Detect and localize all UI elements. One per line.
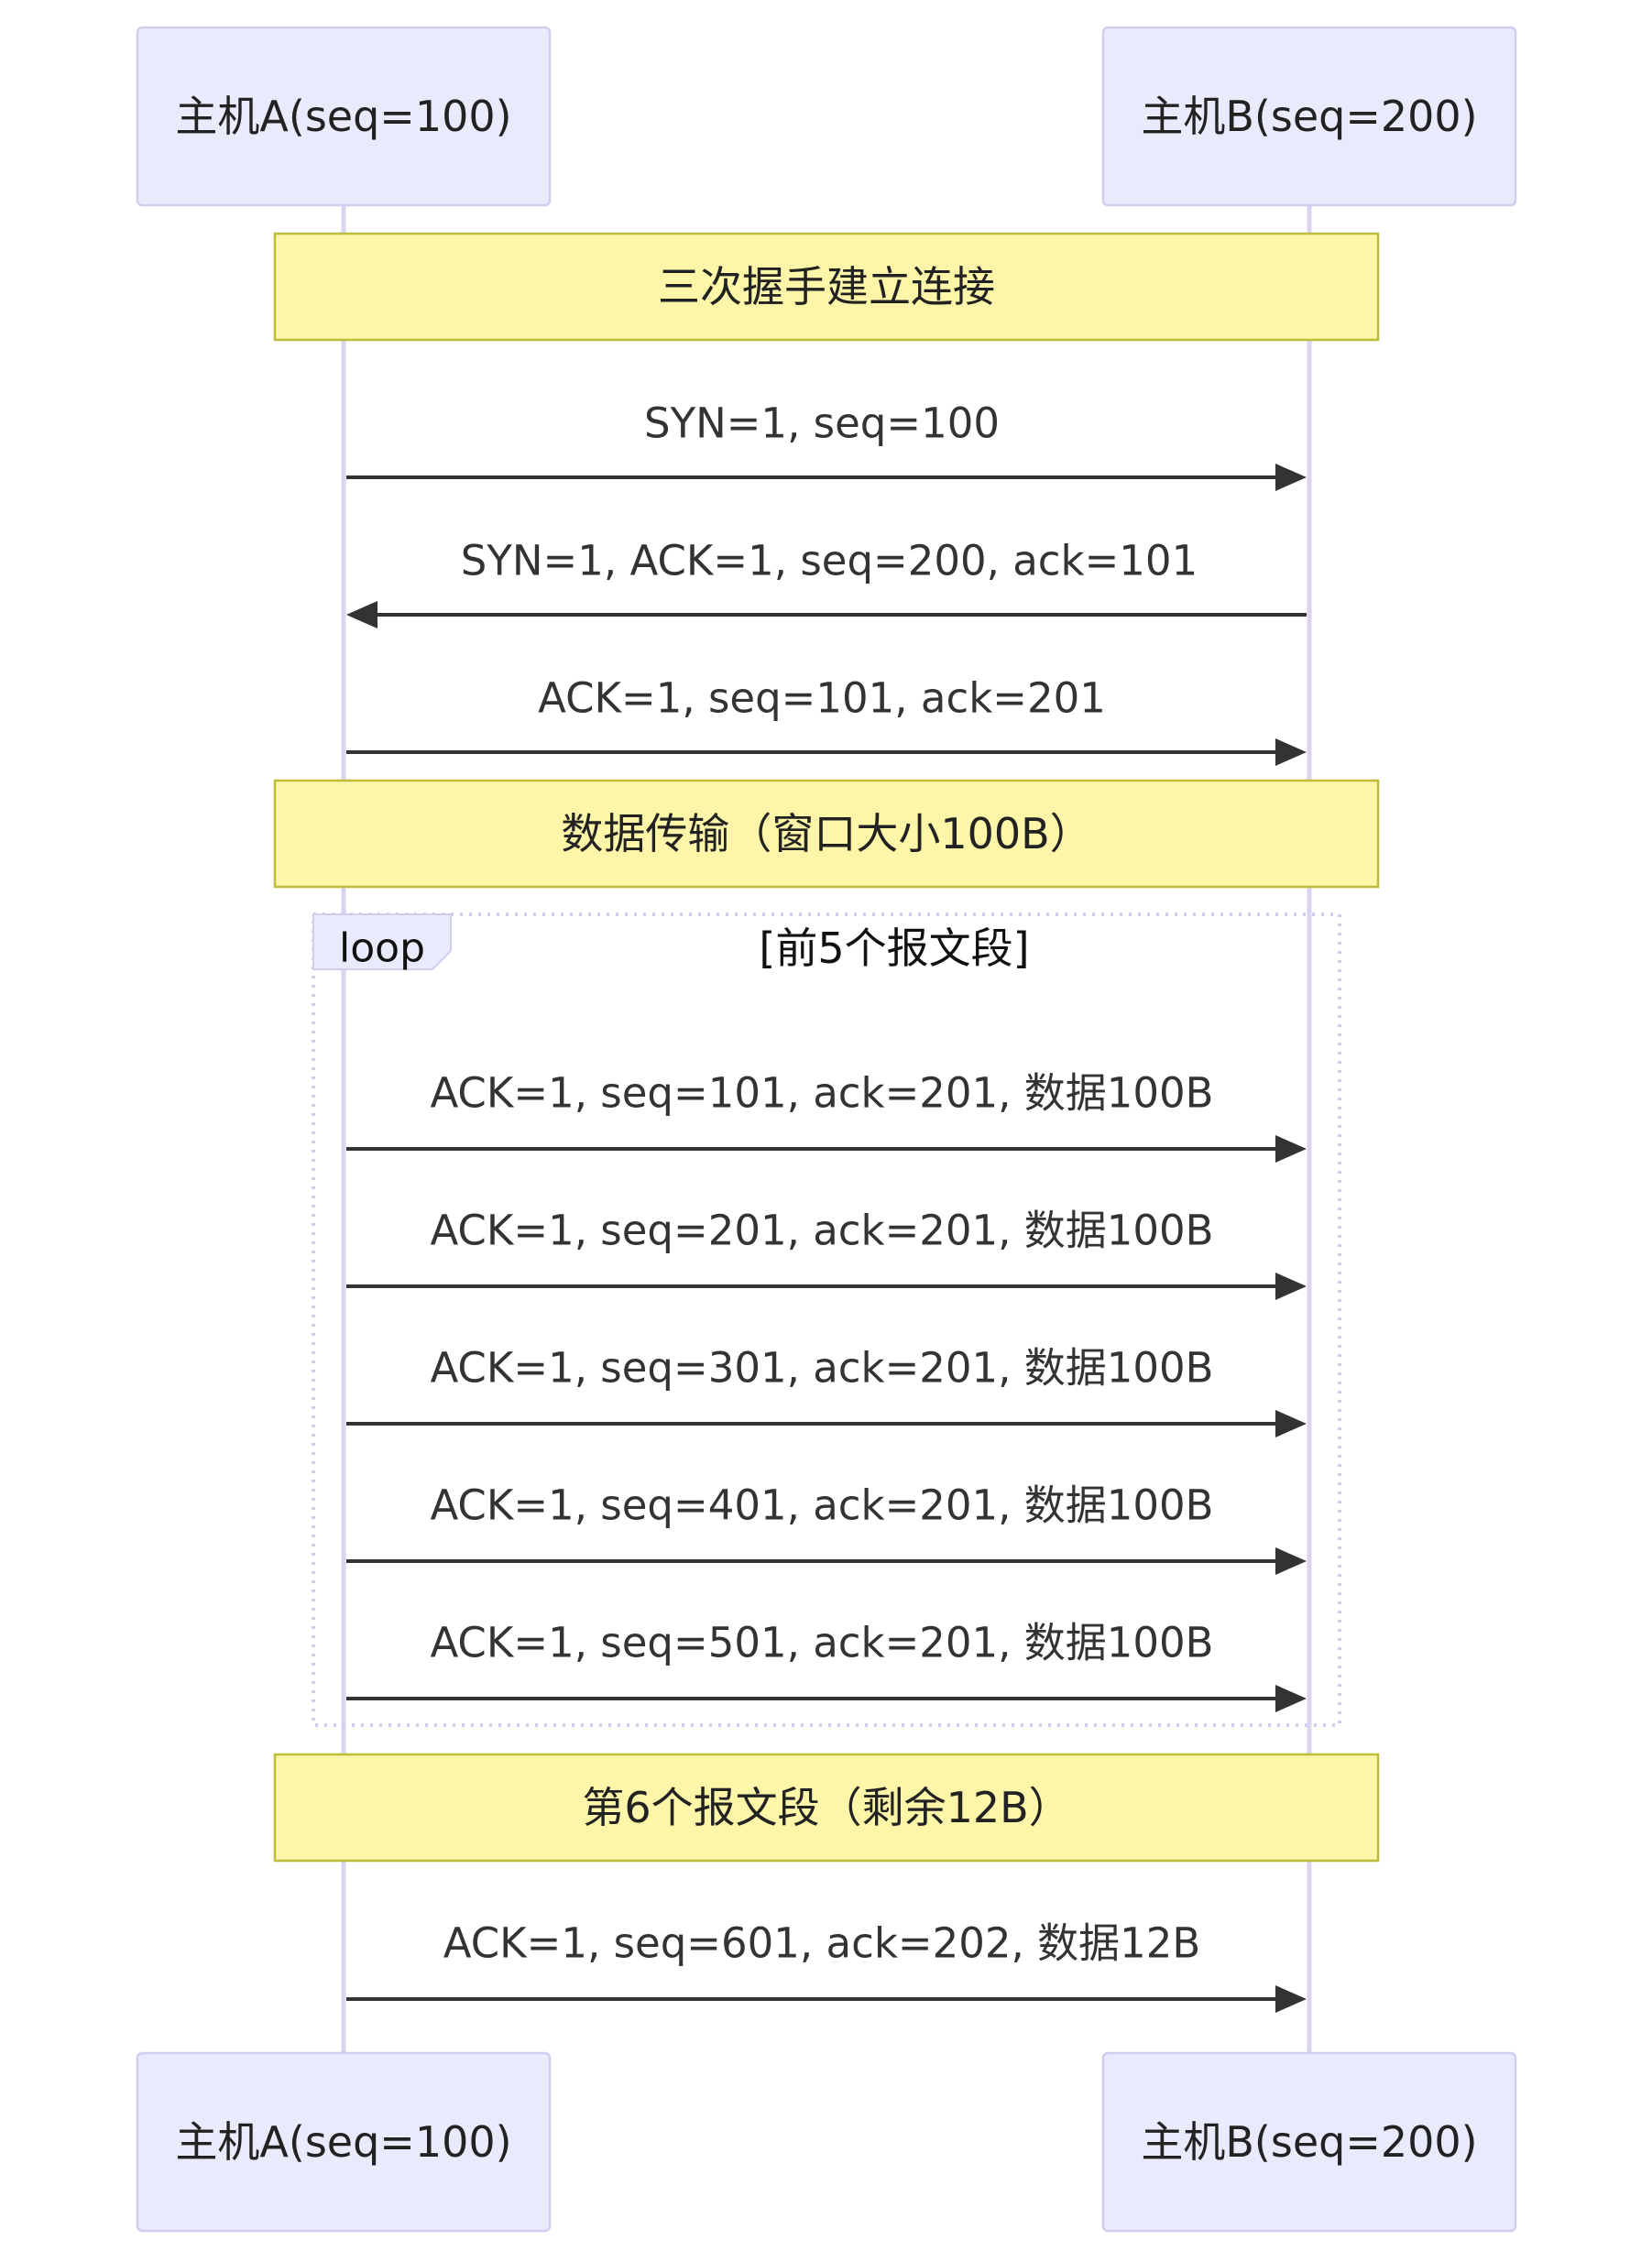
note-sixth-segment: 第6个报文段（剩余12B） xyxy=(273,1753,1380,1863)
loop-tab xyxy=(312,913,452,970)
message-syn-ack: SYN=1, ACK=1, seq=200, ack=101 xyxy=(346,537,1307,628)
message-syn: SYN=1, seq=100 xyxy=(346,399,1307,491)
arrowhead-right xyxy=(1275,1273,1307,1300)
message-label: ACK=1, seq=501, ack=201, 数据100B xyxy=(430,1619,1213,1667)
actor-host-a-bottom: 主机A(seq=100) xyxy=(136,2051,552,2233)
message-label: ACK=1, seq=401, ack=201, 数据100B xyxy=(430,1481,1213,1530)
actor-host-b-top: 主机B(seq=200) xyxy=(1101,26,1517,207)
message-label: ACK=1, seq=101, ack=201 xyxy=(538,674,1106,723)
arrowhead-right xyxy=(1275,1410,1307,1437)
message-ack: ACK=1, seq=101, ack=201 xyxy=(346,674,1307,766)
note-label: 三次握手建立连接 xyxy=(658,262,995,311)
message-data-5: ACK=1, seq=501, ack=201, 数据100B xyxy=(346,1619,1307,1712)
message-label: ACK=1, seq=201, ack=201, 数据100B xyxy=(430,1207,1213,1255)
loop-keyword: loop xyxy=(339,925,425,972)
loop-frame: loop [前5个报文段] xyxy=(312,912,1341,1727)
arrowhead-right xyxy=(1275,738,1307,766)
actor-host-b-bottom: 主机B(seq=200) xyxy=(1101,2051,1517,2233)
actor-label: 主机A(seq=100) xyxy=(175,92,511,141)
note-data-transfer: 数据传输（窗口大小100B） xyxy=(273,779,1380,889)
message-label: SYN=1, ACK=1, seq=200, ack=101 xyxy=(461,537,1198,585)
arrowhead-left xyxy=(346,601,377,628)
message-data-3: ACK=1, seq=301, ack=201, 数据100B xyxy=(346,1344,1307,1437)
message-label: ACK=1, seq=301, ack=201, 数据100B xyxy=(430,1344,1213,1393)
note-handshake: 三次握手建立连接 xyxy=(273,232,1380,342)
message-data-1: ACK=1, seq=101, ack=201, 数据100B xyxy=(346,1069,1307,1163)
arrowhead-right xyxy=(1275,1135,1307,1163)
message-label: SYN=1, seq=100 xyxy=(644,399,1000,448)
arrowhead-right xyxy=(1275,1985,1307,2013)
arrowhead-right xyxy=(1275,464,1307,491)
arrowhead-right xyxy=(1275,1685,1307,1712)
message-data-4: ACK=1, seq=401, ack=201, 数据100B xyxy=(346,1481,1307,1575)
loop-condition: [前5个报文段] xyxy=(759,923,1029,973)
note-label: 数据传输（窗口大小100B） xyxy=(561,809,1091,858)
message-label: ACK=1, seq=601, ack=202, 数据12B xyxy=(443,1919,1200,1968)
actor-label: 主机B(seq=200) xyxy=(1141,2117,1477,2167)
message-data-2: ACK=1, seq=201, ack=201, 数据100B xyxy=(346,1207,1307,1300)
actor-host-a-top: 主机A(seq=100) xyxy=(136,26,552,207)
actor-label: 主机A(seq=100) xyxy=(175,2117,511,2167)
actor-label: 主机B(seq=200) xyxy=(1141,92,1477,141)
message-label: ACK=1, seq=101, ack=201, 数据100B xyxy=(430,1069,1213,1118)
message-data-6: ACK=1, seq=601, ack=202, 数据12B xyxy=(346,1919,1307,2013)
arrowhead-right xyxy=(1275,1547,1307,1575)
note-label: 第6个报文段（剩余12B） xyxy=(582,1783,1070,1832)
